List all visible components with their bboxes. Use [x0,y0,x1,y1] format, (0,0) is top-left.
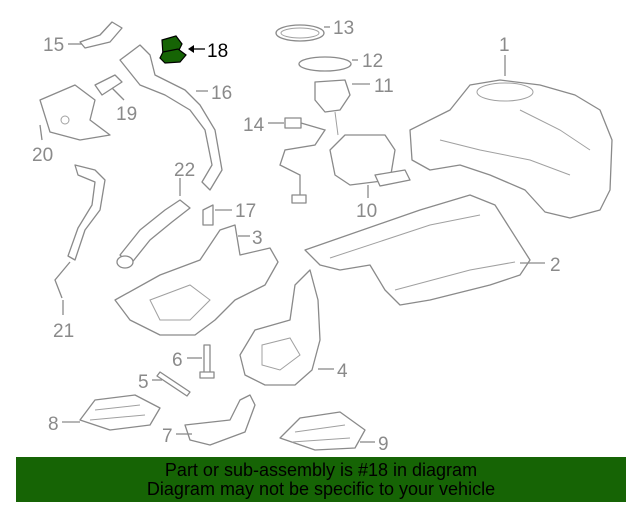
info-banner: Part or sub-assembly is #18 in diagram D… [16,457,626,502]
part-14-wiring [279,117,327,204]
part-22-hose [116,199,191,269]
svg-text:15: 15 [43,35,64,56]
svg-text:3: 3 [252,228,263,249]
callout-16[interactable]: 16 [196,83,232,104]
part-12-seal [298,56,352,72]
callout-2[interactable]: 2 [520,255,561,276]
svg-text:11: 11 [374,76,394,97]
callout-18[interactable]: 18 [188,41,228,62]
svg-text:9: 9 [378,434,389,455]
svg-text:5: 5 [138,372,149,393]
svg-text:2: 2 [550,255,561,276]
callouts: 1 2 3 4 5 6 7 8 9 10 11 12 13 14 15 16 1… [32,18,561,455]
part-21-hose [54,164,106,299]
svg-text:22: 22 [174,160,195,181]
part-16-filler-neck [119,44,223,191]
svg-text:20: 20 [32,145,53,166]
svg-text:17: 17 [235,201,256,222]
svg-text:12: 12 [362,51,383,72]
svg-text:16: 16 [211,83,232,104]
callout-22[interactable]: 22 [174,160,195,196]
svg-text:8: 8 [48,414,59,435]
part-13-ring [275,24,325,42]
callout-12[interactable]: 12 [352,51,383,72]
callout-6[interactable]: 6 [172,350,202,371]
banner-line-1: Part or sub-assembly is #18 in diagram [164,460,478,480]
part-3-underbody-shield [114,224,279,336]
svg-text:21: 21 [53,321,74,342]
callout-3[interactable]: 3 [238,228,263,249]
part-11-sender [314,79,351,136]
part-10-fuel-pump [329,134,411,187]
callout-20[interactable]: 20 [32,124,53,166]
callout-4[interactable]: 4 [318,361,348,382]
part-4-shield [239,269,321,386]
part-17-clip [202,204,214,226]
callout-19[interactable]: 19 [111,87,137,125]
part-20-shield [39,84,111,141]
svg-text:13: 13 [333,18,354,39]
part-8-shield [79,394,161,431]
svg-text:14: 14 [243,115,265,136]
svg-text:6: 6 [172,350,183,371]
part-9-shield [279,411,366,451]
svg-text:7: 7 [162,426,173,447]
svg-text:1: 1 [499,35,510,56]
part-15-cap [79,21,123,49]
part-6-bolt [199,344,215,379]
banner-line-2: Diagram may not be specific to your vehi… [146,479,496,499]
part-2-heat-shield [304,194,531,306]
callout-21[interactable]: 21 [53,300,74,342]
svg-text:18: 18 [207,41,228,62]
callout-9[interactable]: 9 [360,434,389,455]
callout-7[interactable]: 7 [162,426,192,447]
svg-text:10: 10 [356,201,377,222]
callout-11[interactable]: 11 [352,76,394,97]
part-18-highlighted [159,35,187,64]
svg-text:4: 4 [337,361,348,382]
callout-17[interactable]: 17 [215,201,256,222]
callout-14[interactable]: 14 [243,115,284,136]
callout-15[interactable]: 15 [43,35,82,56]
callout-13[interactable]: 13 [324,18,354,39]
part-1-fuel-tank [409,79,613,219]
callout-10[interactable]: 10 [356,185,377,222]
svg-text:19: 19 [116,104,137,125]
callout-1[interactable]: 1 [499,35,510,76]
part-19-bracket [94,74,123,96]
part-5-pin [156,371,191,397]
part-7-bracket [184,394,256,446]
callout-8[interactable]: 8 [48,414,80,435]
callout-5[interactable]: 5 [138,372,162,393]
